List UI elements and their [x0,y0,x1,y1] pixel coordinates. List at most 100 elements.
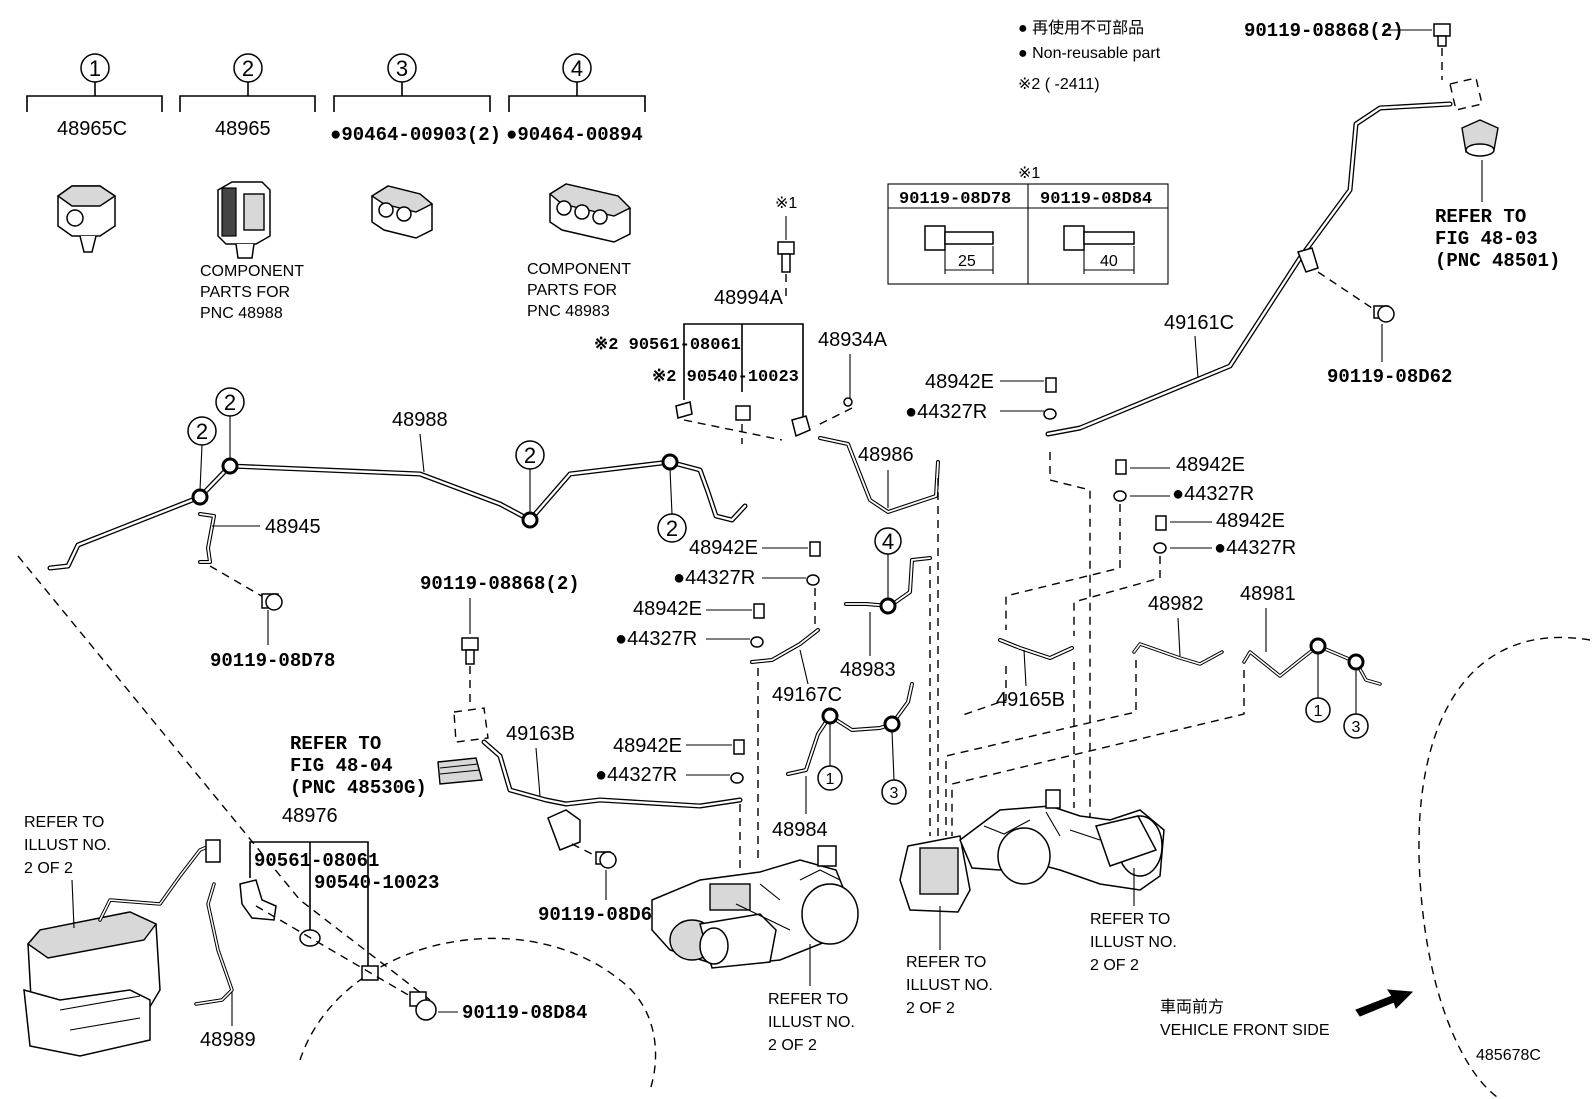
svg-text:3: 3 [1352,719,1361,736]
part-number: ●90464-00903(2) [330,124,501,146]
pipe-49161C [1045,101,1453,437]
note-line: PNC 48983 [527,303,610,320]
bolt-length-table: ※1 90119-08D78 90119-08D84 25 40 [887,165,1169,285]
front-jp: 車両前方 [1160,998,1224,1016]
label-49167C: 49167C [772,684,842,706]
bolt-90119-08D84 [409,991,437,1021]
label-48942E-d: 48942E [689,537,758,559]
svg-text:2: 2 [524,443,536,468]
table-mark: ※1 [1018,165,1040,182]
top-item-1: 1 48965C [26,53,163,253]
pipe-48981 [1242,637,1382,686]
union-bolt [1045,377,1057,393]
bolt-40-illustration [1063,225,1135,274]
wheel-outline-right [1418,636,1591,1099]
bolt-x1 [777,241,795,273]
callout-1b: 1 [1305,653,1331,723]
label-48976: 48976 [282,805,338,827]
illust-a-line: REFER TO [768,991,848,1008]
label-44327R-e: ●44327R [615,628,697,650]
label-x1: ※1 [775,195,797,212]
gasket [1043,408,1057,420]
label-90119-08D78: 90119-08D78 [210,650,335,672]
table-col2: 90119-08D84 [1040,190,1152,209]
label-90561-08061-b: 90561-08061 [254,850,379,872]
label-49161C: 49161C [1164,312,1234,334]
part-number: 48965C [57,118,127,140]
front-en: VEHICLE FRONT SIDE [1160,1022,1330,1039]
illust-a-line: 2 OF 2 [768,1037,817,1054]
pipe-49167C [750,628,820,664]
label-48984: 48984 [772,819,828,841]
legend-jp: ● 再使用不可部品 [1018,19,1144,37]
label-48942E-c: 48942E [1216,510,1285,532]
label-48934A: 48934A [818,329,888,351]
grommet-48501 [1461,119,1499,157]
callout-2c: 2 [515,440,545,513]
label-48981: 48981 [1240,583,1296,605]
callout-1a: 1 [817,723,843,791]
master-cylinder-reservoir [23,839,221,1057]
label-90540-10023-a: ※2 90540-10023 [652,368,799,387]
figure-id: 485678C [1476,1047,1541,1064]
fig4803-line: FIG 48-03 [1435,228,1538,250]
label-49163B: 49163B [506,723,575,745]
callout-2b: 2 [215,387,245,459]
svg-text:4: 4 [882,529,894,554]
bracket-49161C [1296,247,1319,273]
label-44327R-b: ●44327R [1172,483,1254,505]
illust-b-line: 2 OF 2 [906,1000,955,1017]
fig4804-line: REFER TO [290,733,381,755]
table-len1: 25 [958,253,976,270]
bracket-49163B [547,809,581,851]
illust-c-line: ILLUST NO. [1090,934,1177,951]
svg-text:2: 2 [224,390,236,415]
callout-2a: 2 [187,416,217,491]
label-48945: 48945 [265,516,321,538]
note-line: PARTS FOR [200,284,290,301]
callout-number: 4 [571,56,583,81]
svg-text:1: 1 [826,771,835,788]
bolt-90119-08D62-b [595,851,617,869]
wheel-outline-left [299,937,657,1091]
pipe-48989 [194,882,234,1006]
fig4804-line: FIG 48-04 [290,755,393,777]
callout-3a: 3 [881,730,907,805]
illust-b-line: ILLUST NO. [906,977,993,994]
label-90119-08868-b: 90119-08868(2) [420,573,580,595]
top-item-3: 3 ●90464-00903(2) [330,53,501,239]
label-48988: 48988 [392,409,448,431]
label-90561-08061-a: ※2 90561-08061 [594,336,741,355]
illust-d-line: ILLUST NO. [24,837,111,854]
svg-text:2: 2 [666,516,678,541]
illust-c-line: 2 OF 2 [1090,957,1139,974]
bracket-48945 [198,512,216,564]
label-48989: 48989 [200,1029,256,1051]
clamp-90464-00903-illustration [370,185,434,239]
label-90540-10023-b: 90540-10023 [314,872,439,894]
callout-4: 4 [874,527,902,599]
label-44327R-a: ●44327R [905,401,987,423]
bolt-90119-08868-b [461,637,479,665]
fig4803-line: REFER TO [1435,206,1526,228]
illust-a-line: ILLUST NO. [768,1014,855,1031]
bolt-90119-08D62-a [1373,305,1395,323]
callout-number: 2 [242,56,254,81]
pipe-49165B [998,638,1074,660]
illust-d-line: REFER TO [24,814,104,831]
label-44327R-f: ●44327R [595,764,677,786]
clamp-90464-00894-illustration [548,183,632,243]
bolt-25-illustration [924,225,994,274]
bracket-outline [1449,77,1483,111]
illust-b-line: REFER TO [906,954,986,971]
table-len2: 40 [1100,253,1118,270]
note-line: PARTS FOR [527,282,617,299]
table-col1: 90119-08D78 [899,190,1011,209]
pipe-48982 [1132,642,1224,666]
svg-text:3: 3 [890,785,899,802]
label-48983: 48983 [840,659,896,681]
pipe-48986 [818,436,940,514]
clip-48965-illustration [217,181,271,259]
svg-text:2: 2 [196,419,208,444]
